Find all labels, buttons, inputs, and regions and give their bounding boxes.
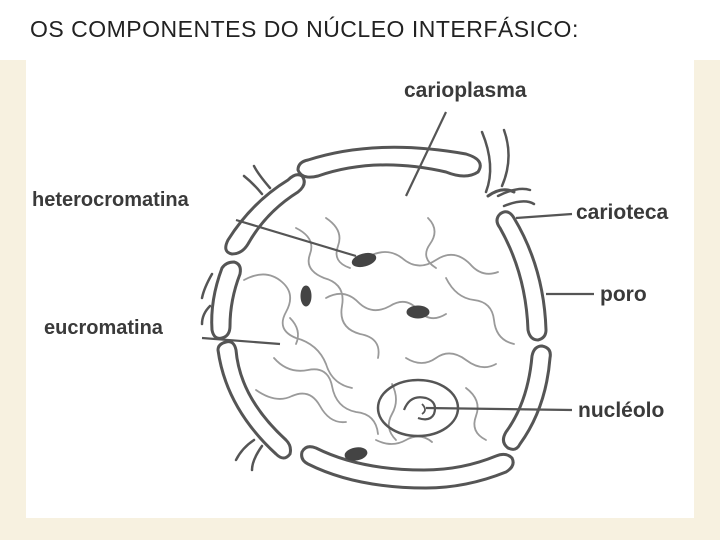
slide-frame-bottom	[0, 518, 720, 540]
envelope-segment-lower-left	[216, 340, 292, 460]
slide-frame-right	[694, 60, 720, 540]
nuclear-envelope	[210, 145, 552, 490]
leader-eucromatina	[201, 336, 281, 346]
label-carioplasma: carioplasma	[404, 79, 527, 102]
leader-carioplasma	[405, 111, 447, 197]
er-extensions	[200, 128, 536, 472]
label-nucleolo: nucléolo	[578, 399, 665, 422]
heterochromatin-blob-1	[351, 252, 377, 268]
envelope-segment-upper-left	[224, 173, 306, 256]
leader-carioteca	[515, 212, 573, 220]
heterochromatin-blob-2	[300, 285, 312, 307]
envelope-segment-left	[210, 260, 242, 340]
envelope-segment-right	[495, 210, 548, 342]
euchromatin-threads	[243, 217, 515, 445]
label-eucromatina: eucromatina	[44, 317, 163, 339]
label-carioteca: carioteca	[576, 201, 669, 224]
slide-frame-left	[0, 60, 26, 540]
slide-title: OS COMPONENTES DO NÚCLEO INTERFÁSICO:	[30, 16, 579, 42]
leader-nucleolo	[425, 406, 573, 412]
nucleus-diagram-svg	[200, 111, 594, 490]
label-heterocromatina: heterocromatina	[32, 189, 189, 211]
leader-lines	[201, 111, 594, 412]
leader-heterocromatina	[235, 218, 357, 258]
envelope-segment-bottom	[300, 445, 515, 490]
heterochromatin-blobs	[300, 252, 430, 461]
label-poro: poro	[600, 283, 647, 306]
heterochromatin-blob-4	[344, 447, 368, 461]
envelope-segment-lower-right	[501, 344, 552, 451]
envelope-segment-top	[296, 145, 482, 179]
heterochromatin-blob-3	[406, 305, 430, 319]
nucleus-diagram: carioplasma heterocromatina eucromatina …	[26, 68, 694, 518]
